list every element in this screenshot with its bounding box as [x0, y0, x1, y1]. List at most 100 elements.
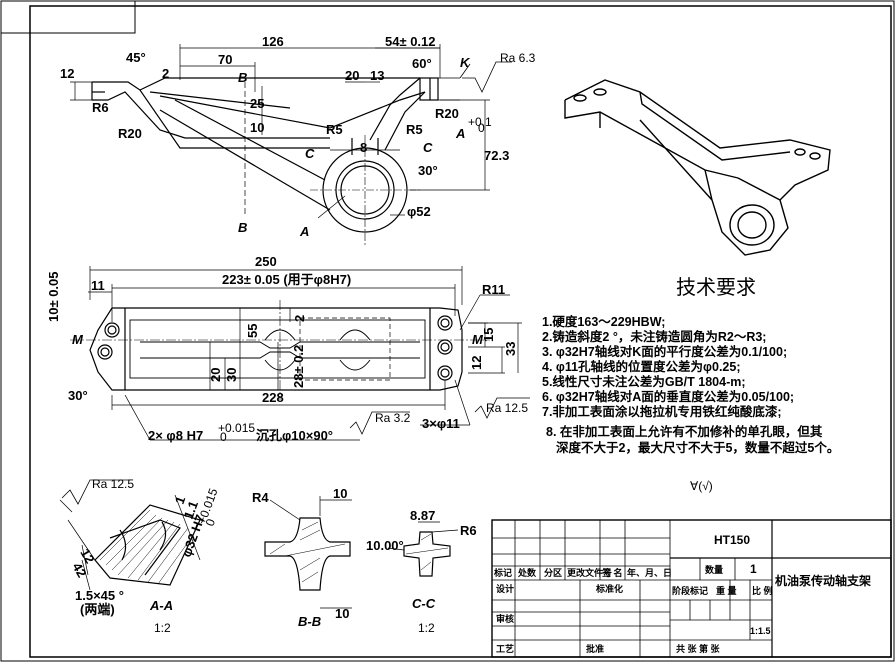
bb-title: B-B	[298, 614, 321, 629]
dim-30-top: 30	[224, 368, 239, 382]
top-view	[70, 266, 530, 441]
isometric-view	[564, 79, 831, 256]
dim-228: 228	[262, 390, 284, 405]
aa-chamfer: 1.5×45 °	[75, 588, 124, 603]
cc-scale: 1:2	[418, 621, 435, 635]
dim-2-top: 2	[292, 315, 307, 322]
radius-r20-right: R20	[435, 106, 459, 121]
dim-20: 20	[345, 68, 359, 83]
radius-r5-left: R5	[326, 122, 343, 137]
tb-mark: 标记	[493, 567, 512, 578]
tb-stage: 阶段标记	[672, 585, 708, 596]
dim-11: 11	[91, 278, 105, 293]
aa-title: A-A	[149, 598, 173, 613]
hole-8-tol-upper: +0.015	[218, 421, 255, 435]
dim-2: 2	[162, 66, 169, 81]
roughness-ra125-top: Ra 12.5	[486, 401, 528, 415]
section-c-left: C	[305, 146, 315, 161]
dim-33: 33	[503, 342, 518, 356]
section-aa-text: Ra 12.5 1 1.1 φ32 H7 +0.015 0 12 42 1.5×…	[69, 477, 220, 635]
general-roughness-symbol: ∀(√)	[690, 479, 713, 493]
requirement-5: 5.线性尺寸未注公差为GB/T 1804-m;	[542, 374, 746, 389]
dim-10: 10	[250, 120, 264, 135]
datum-a-right: A	[455, 126, 465, 141]
aa-dim-1-1: 1.1	[181, 499, 201, 521]
aa-dim-42: 42	[69, 560, 89, 580]
dim-15: 15	[481, 328, 496, 342]
dim-phi52: φ52	[407, 204, 431, 219]
roughness-ra32: Ra 3.2	[375, 411, 411, 425]
section-cc-text: 8.87 R6 10.00° C-C 1:2	[366, 508, 477, 635]
hole-8-callout: 2× φ8 H7	[148, 428, 203, 443]
cc-title: C-C	[412, 596, 436, 611]
material: HT150	[714, 533, 750, 547]
tb-scale-label: 比 例	[752, 585, 773, 596]
section-b-top: B	[238, 70, 247, 85]
top-view-text: 250 223± 0.05 (用于φ8H7) 11 10± 0.05 R11 5…	[46, 254, 528, 444]
radius-r6: R6	[92, 100, 109, 115]
requirement-3: 3. φ32H7轴线对K面的平行度公差为0.1/100;	[542, 344, 787, 359]
hole-11-callout: 3×φ11	[422, 416, 460, 431]
datum-k: K	[460, 55, 471, 70]
tb-approve: 批准	[586, 643, 604, 654]
tb-sign: 签 名	[601, 567, 623, 578]
section-b-bottom: B	[238, 220, 247, 235]
section-cc	[387, 521, 459, 577]
technical-requirements: 技术要求 1.硬度163～229HBW; 2.铸造斜度2 °，未注铸造圆角为R2…	[542, 276, 839, 493]
dim-72-3: 72.3	[484, 148, 509, 163]
dim-126: 126	[262, 34, 284, 49]
dim-30deg-top: 30°	[68, 388, 88, 403]
roughness-ra63: Ra 6.3	[500, 51, 536, 65]
dim-13: 13	[370, 68, 384, 83]
section-c-right: C	[423, 140, 433, 155]
tb-date: 年、月、日	[627, 567, 672, 578]
dim-12-top: 12	[469, 356, 484, 370]
dim-8: 8	[360, 140, 367, 155]
dim-223: 223± 0.05 (用于φ8H7)	[222, 272, 351, 287]
hole-8-tol-lower: 0	[220, 430, 227, 444]
section-m-right: M	[472, 332, 484, 347]
front-view-text: 126 54± 0.12 70 45° 2 12 60° 20 13 25 10…	[60, 34, 536, 239]
section-m-left: M	[72, 332, 84, 347]
dim-60deg: 60°	[412, 56, 432, 71]
dim-55: 55	[245, 324, 260, 338]
requirement-8: 8. 在非加工表面上允许有不加修补的单孔眼，但其	[546, 424, 823, 439]
dim-30deg: 30°	[418, 163, 438, 178]
bb-radius-r4: R4	[252, 490, 269, 505]
tb-review: 审核	[496, 613, 514, 624]
tb-weight: 重 量	[716, 585, 737, 596]
dim-72-tol-upper: +0.1	[468, 115, 492, 129]
bb-dim-10-bottom: 10	[335, 606, 349, 621]
dim-70: 70	[218, 52, 232, 67]
dim-12: 12	[60, 66, 74, 81]
radius-r11: R11	[482, 282, 505, 297]
cc-dim-10deg: 10.00°	[366, 538, 404, 553]
part-name: 机油泵传动轴支架	[775, 573, 871, 588]
dim-25: 25	[250, 96, 264, 111]
quantity-label: 数量	[705, 564, 723, 575]
countersink-note: 沉孔φ10×90°	[256, 428, 333, 443]
aa-dim-12: 12	[77, 546, 97, 566]
tb-standard: 标准化	[595, 583, 623, 594]
requirement-4: 4. φ11孔轴线的位置度公差为φ0.25;	[542, 359, 741, 374]
requirement-6: 6. φ32H7轴线对A面的垂直度公差为0.05/100;	[542, 389, 794, 404]
dim-72-tol-lower: 0	[478, 121, 485, 135]
requirement-2: 2.铸造斜度2 °，未注铸造圆角为R2～R3;	[542, 329, 766, 344]
aa-scale: 1:2	[154, 621, 171, 635]
dim-250: 250	[255, 254, 277, 269]
dim-54: 54± 0.12	[385, 34, 436, 49]
radius-r20-left: R20	[118, 126, 142, 141]
tb-process: 工艺	[496, 643, 514, 654]
section-a-bottom: A	[299, 224, 309, 239]
tb-scale-value: 1:1.5	[750, 626, 771, 636]
front-view	[70, 44, 512, 245]
requirement-8-cont: 深度不大于2，最大尺寸不大于5，数量不超过5个。	[556, 440, 839, 455]
cc-dim-8-87: 8.87	[410, 508, 435, 523]
aa-bore-tol-lower: 0	[203, 517, 219, 528]
section-bb	[264, 496, 352, 609]
tb-zone: 分区	[544, 567, 562, 578]
tb-count: 处数	[517, 567, 537, 578]
requirement-1: 1.硬度163～229HBW;	[542, 314, 665, 329]
